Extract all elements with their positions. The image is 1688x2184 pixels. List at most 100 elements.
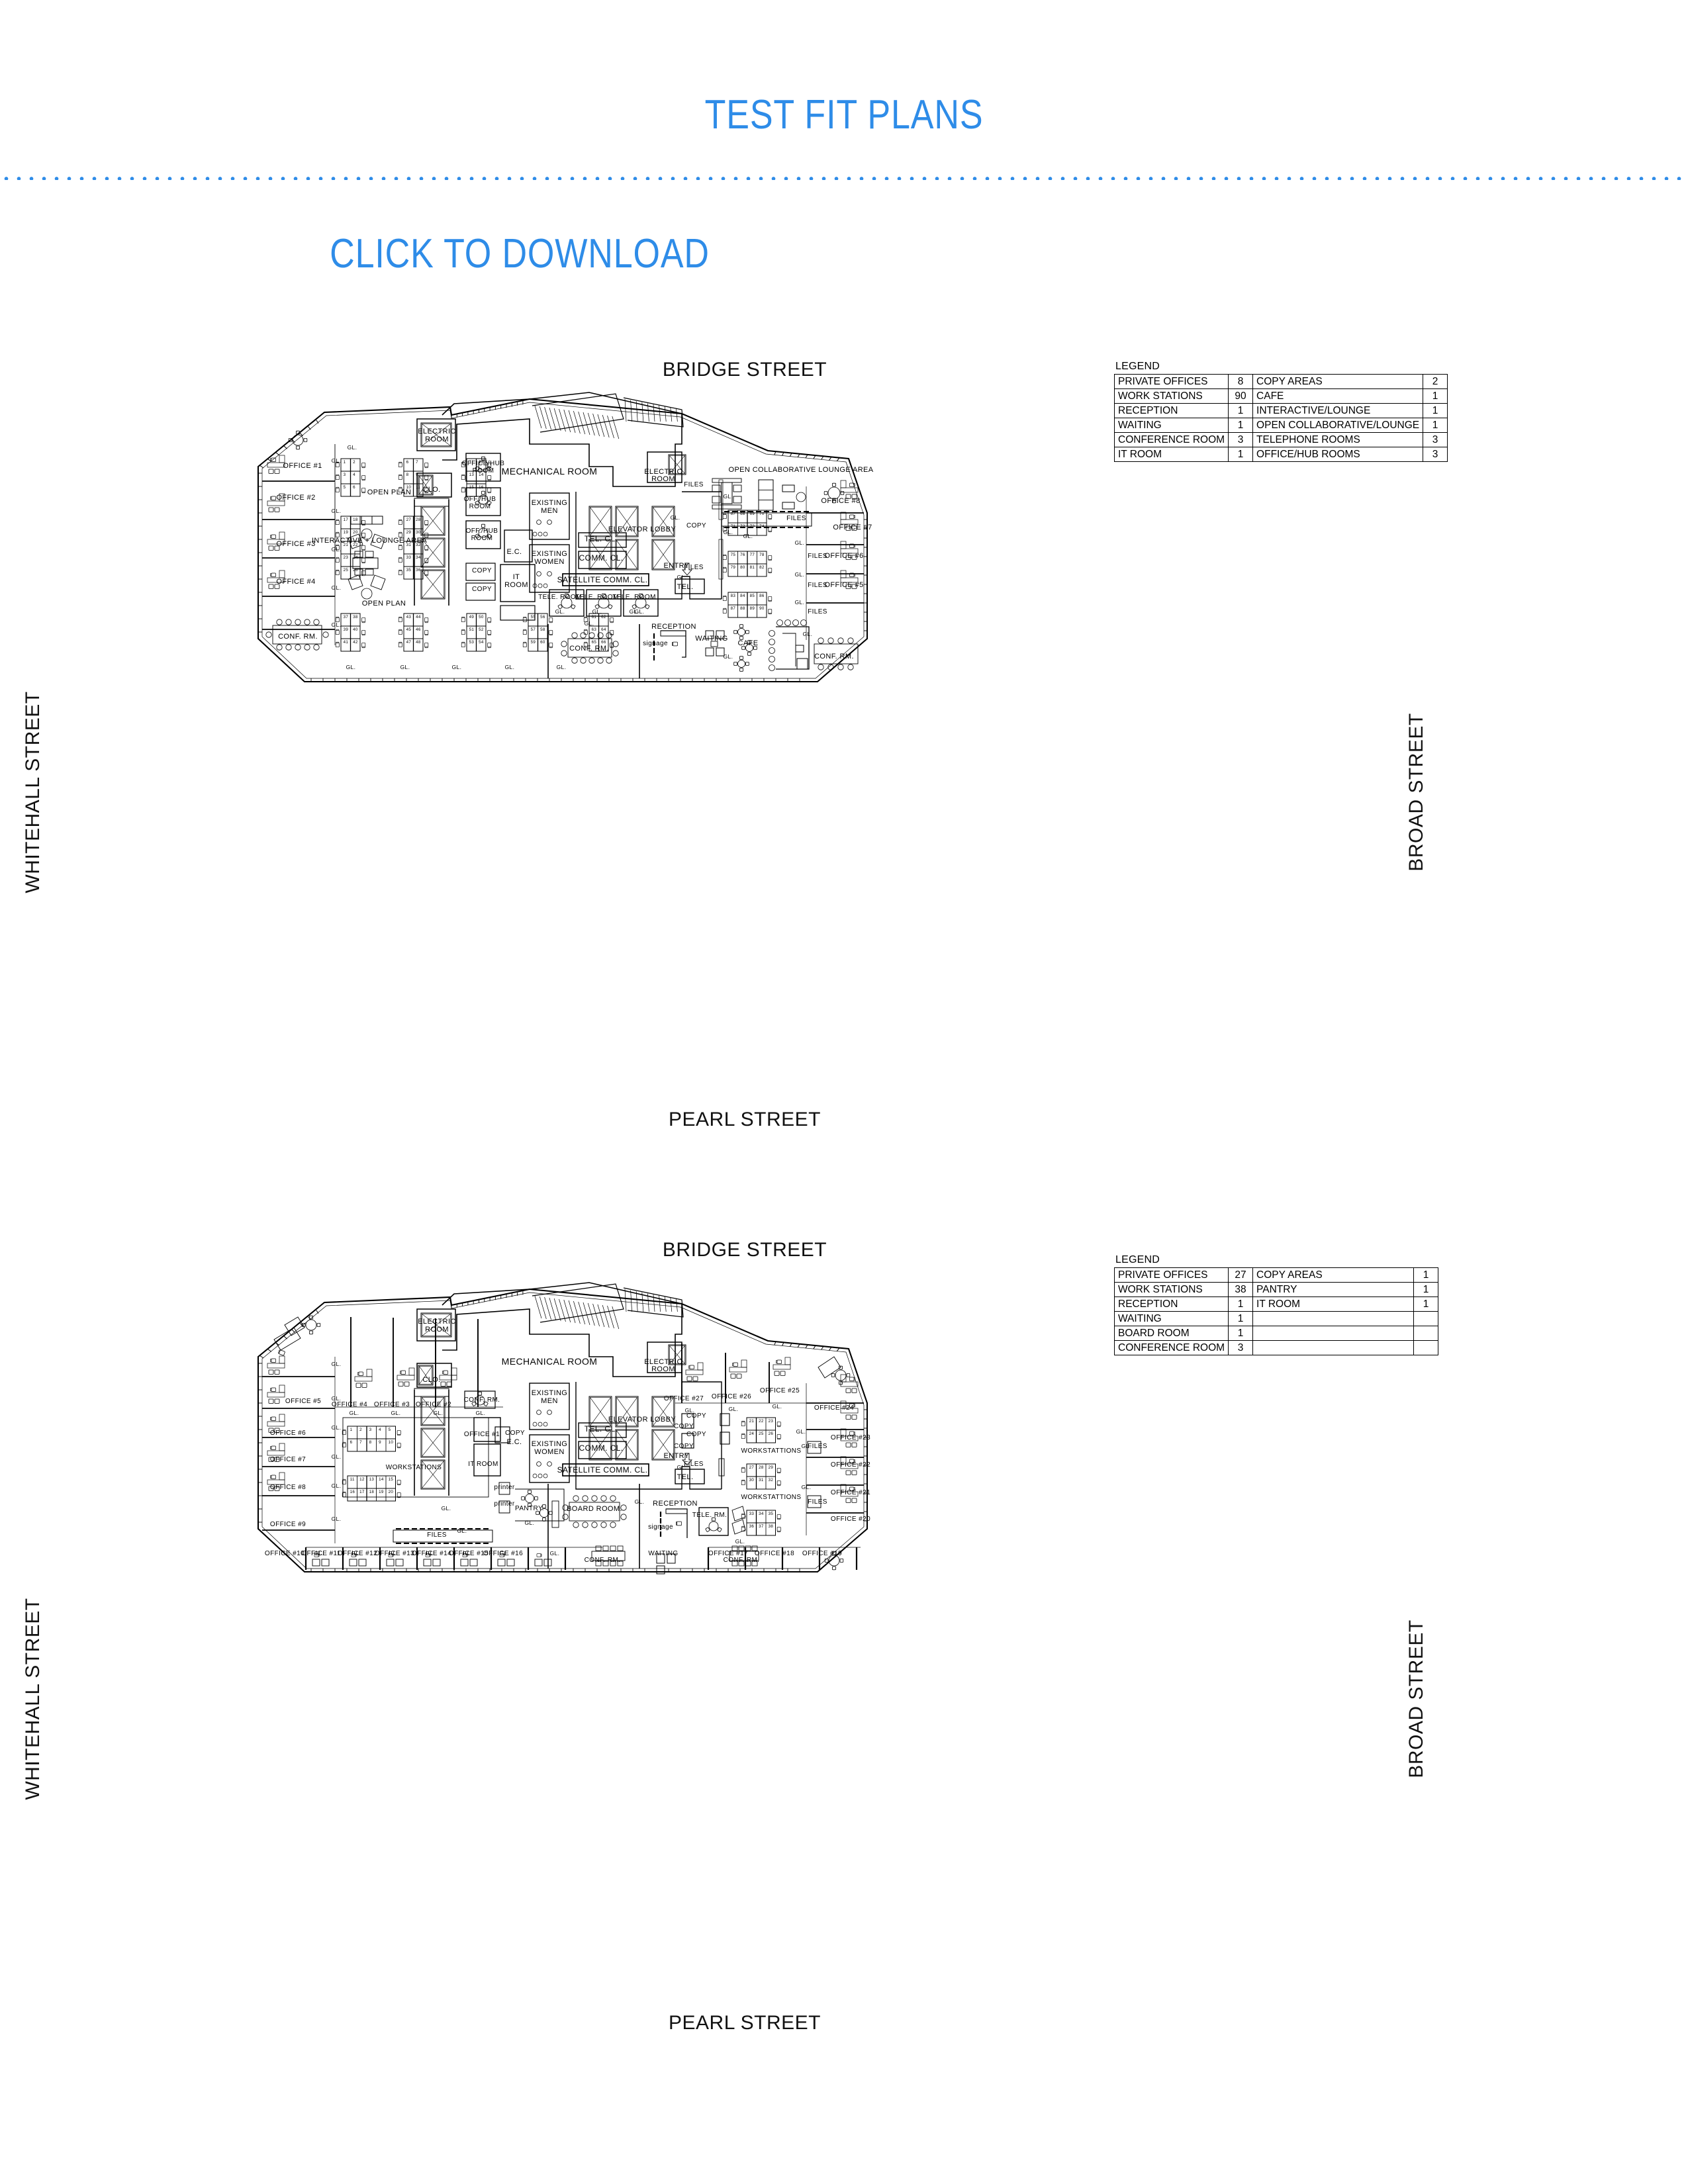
svg-text:printer: printer xyxy=(494,1500,514,1508)
svg-text:OFFICE #2: OFFICE #2 xyxy=(276,494,315,502)
legend-cell-qty2 xyxy=(1413,1340,1439,1355)
svg-text:41: 41 xyxy=(344,640,349,645)
svg-text:11: 11 xyxy=(350,1477,355,1482)
street-label-left: WHITEHALL STREET xyxy=(22,1598,44,1800)
svg-text:GL.: GL. xyxy=(550,1550,560,1557)
svg-text:GL.: GL. xyxy=(452,664,462,670)
svg-text:OFFICE #26: OFFICE #26 xyxy=(712,1393,751,1400)
floor-plan-2: BRIDGE STREET PEARL STREET WHITEHALL STR… xyxy=(0,1224,1688,2098)
svg-text:67: 67 xyxy=(731,512,736,516)
svg-text:15: 15 xyxy=(389,1477,394,1482)
svg-text:36: 36 xyxy=(749,1524,755,1529)
floor-plan-1: BRIDGE STREET PEARL STREET WHITEHALL STR… xyxy=(0,344,1688,1191)
svg-text:71: 71 xyxy=(731,524,736,529)
svg-text:10: 10 xyxy=(389,1440,394,1445)
svg-text:EXISTING: EXISTING xyxy=(532,550,568,558)
svg-text:GL.: GL. xyxy=(795,599,805,606)
click-to-download-link[interactable]: CLICK TO DOWNLOAD xyxy=(330,231,710,277)
svg-text:68: 68 xyxy=(740,512,745,516)
svg-text:OFFICE #3: OFFICE #3 xyxy=(374,1401,410,1408)
svg-text:GL.: GL. xyxy=(352,1550,361,1557)
svg-text:69: 69 xyxy=(750,512,755,516)
legend-cell-qty2: 1 xyxy=(1423,418,1448,433)
svg-text:57: 57 xyxy=(531,627,536,632)
svg-text:53: 53 xyxy=(469,640,475,645)
svg-text:7: 7 xyxy=(416,460,418,465)
street-label-top: BRIDGE STREET xyxy=(662,1239,827,1261)
svg-text:TELE. ROOM: TELE. ROOM xyxy=(612,594,656,601)
svg-text:TEL.: TEL. xyxy=(677,1473,694,1481)
svg-text:81: 81 xyxy=(750,565,755,570)
svg-text:OFFICE #15: OFFICE #15 xyxy=(449,1550,489,1557)
svg-text:82: 82 xyxy=(759,565,765,570)
svg-text:38: 38 xyxy=(769,1524,774,1529)
svg-text:OFFICE #5: OFFICE #5 xyxy=(824,581,863,589)
svg-text:5: 5 xyxy=(389,1428,391,1432)
svg-text:8: 8 xyxy=(406,473,409,477)
svg-text:30: 30 xyxy=(749,1478,755,1482)
svg-text:MEN: MEN xyxy=(541,507,558,515)
svg-text:14: 14 xyxy=(379,1477,384,1482)
svg-text:EXISTING: EXISTING xyxy=(532,499,568,507)
svg-text:OFFICE #9: OFFICE #9 xyxy=(270,1521,306,1528)
svg-text:GL.: GL. xyxy=(735,1538,745,1545)
legend-cell-name2: IT ROOM xyxy=(1252,1297,1415,1312)
svg-text:CLO.: CLO. xyxy=(422,486,440,494)
svg-text:FILES: FILES xyxy=(684,1461,704,1468)
svg-text:29: 29 xyxy=(406,530,412,535)
svg-text:26: 26 xyxy=(353,568,358,572)
svg-text:16: 16 xyxy=(479,485,484,490)
svg-text:IT: IT xyxy=(513,573,520,581)
svg-text:PANTRY.: PANTRY. xyxy=(515,1505,544,1512)
svg-text:2: 2 xyxy=(353,460,355,465)
legend-cell-name: BOARD ROOM xyxy=(1113,1326,1229,1341)
svg-text:17: 17 xyxy=(344,518,349,522)
svg-text:32: 32 xyxy=(416,543,421,547)
svg-text:ELEVATOR LOBBY: ELEVATOR LOBBY xyxy=(608,525,676,533)
svg-text:5: 5 xyxy=(344,485,346,490)
svg-text:33: 33 xyxy=(749,1512,755,1516)
legend-cell-qty2: 2 xyxy=(1423,374,1448,389)
svg-text:32: 32 xyxy=(769,1478,774,1482)
svg-text:14: 14 xyxy=(479,473,484,477)
svg-text:ROOM: ROOM xyxy=(651,1365,675,1373)
svg-text:6: 6 xyxy=(406,460,409,465)
svg-text:30: 30 xyxy=(416,530,421,535)
svg-text:84: 84 xyxy=(740,594,745,598)
svg-text:ELECTRIC: ELECTRIC xyxy=(644,468,682,476)
svg-text:GL.: GL. xyxy=(677,574,687,580)
svg-text:OFFICE #19: OFFICE #19 xyxy=(802,1550,842,1557)
svg-text:INTERACTIVE + LOUNGE AREA: INTERACTIVE + LOUNGE AREA xyxy=(312,537,427,545)
legend-cell-qty2 xyxy=(1413,1326,1439,1341)
svg-text:OFFICE #14: OFFICE #14 xyxy=(412,1550,451,1557)
svg-text:ROOM: ROOM xyxy=(473,467,494,475)
svg-text:24: 24 xyxy=(749,1432,755,1436)
legend-cell-qty2: 1 xyxy=(1413,1297,1439,1312)
svg-text:26: 26 xyxy=(769,1432,774,1436)
svg-text:34: 34 xyxy=(416,555,421,560)
svg-text:OFFICE #7: OFFICE #7 xyxy=(270,1456,306,1463)
svg-text:76: 76 xyxy=(740,553,745,557)
svg-text:GL.: GL. xyxy=(332,1482,342,1489)
svg-text:85: 85 xyxy=(750,594,755,598)
svg-text:OFFICE #22: OFFICE #22 xyxy=(831,1461,870,1469)
svg-text:80: 80 xyxy=(740,565,745,570)
svg-text:OFFICE #21: OFFICE #21 xyxy=(831,1489,870,1496)
svg-text:35: 35 xyxy=(769,1512,774,1516)
svg-text:51: 51 xyxy=(469,627,475,632)
svg-text:OFF./HUB: OFF./HUB xyxy=(466,527,498,535)
svg-text:MEN: MEN xyxy=(541,1397,558,1405)
svg-text:GL.: GL. xyxy=(630,608,639,615)
svg-text:20: 20 xyxy=(389,1490,394,1494)
svg-text:1: 1 xyxy=(350,1428,353,1432)
svg-text:CONF. RM.: CONF. RM. xyxy=(585,1557,621,1564)
svg-text:73: 73 xyxy=(750,524,755,529)
svg-text:CONF. RM.: CONF. RM. xyxy=(814,653,854,660)
legend-cell-name: CONFERENCE ROOM xyxy=(1113,432,1229,447)
svg-text:FILES: FILES xyxy=(684,564,704,571)
legend-cell-name2: COPY AREAS xyxy=(1252,1267,1415,1283)
